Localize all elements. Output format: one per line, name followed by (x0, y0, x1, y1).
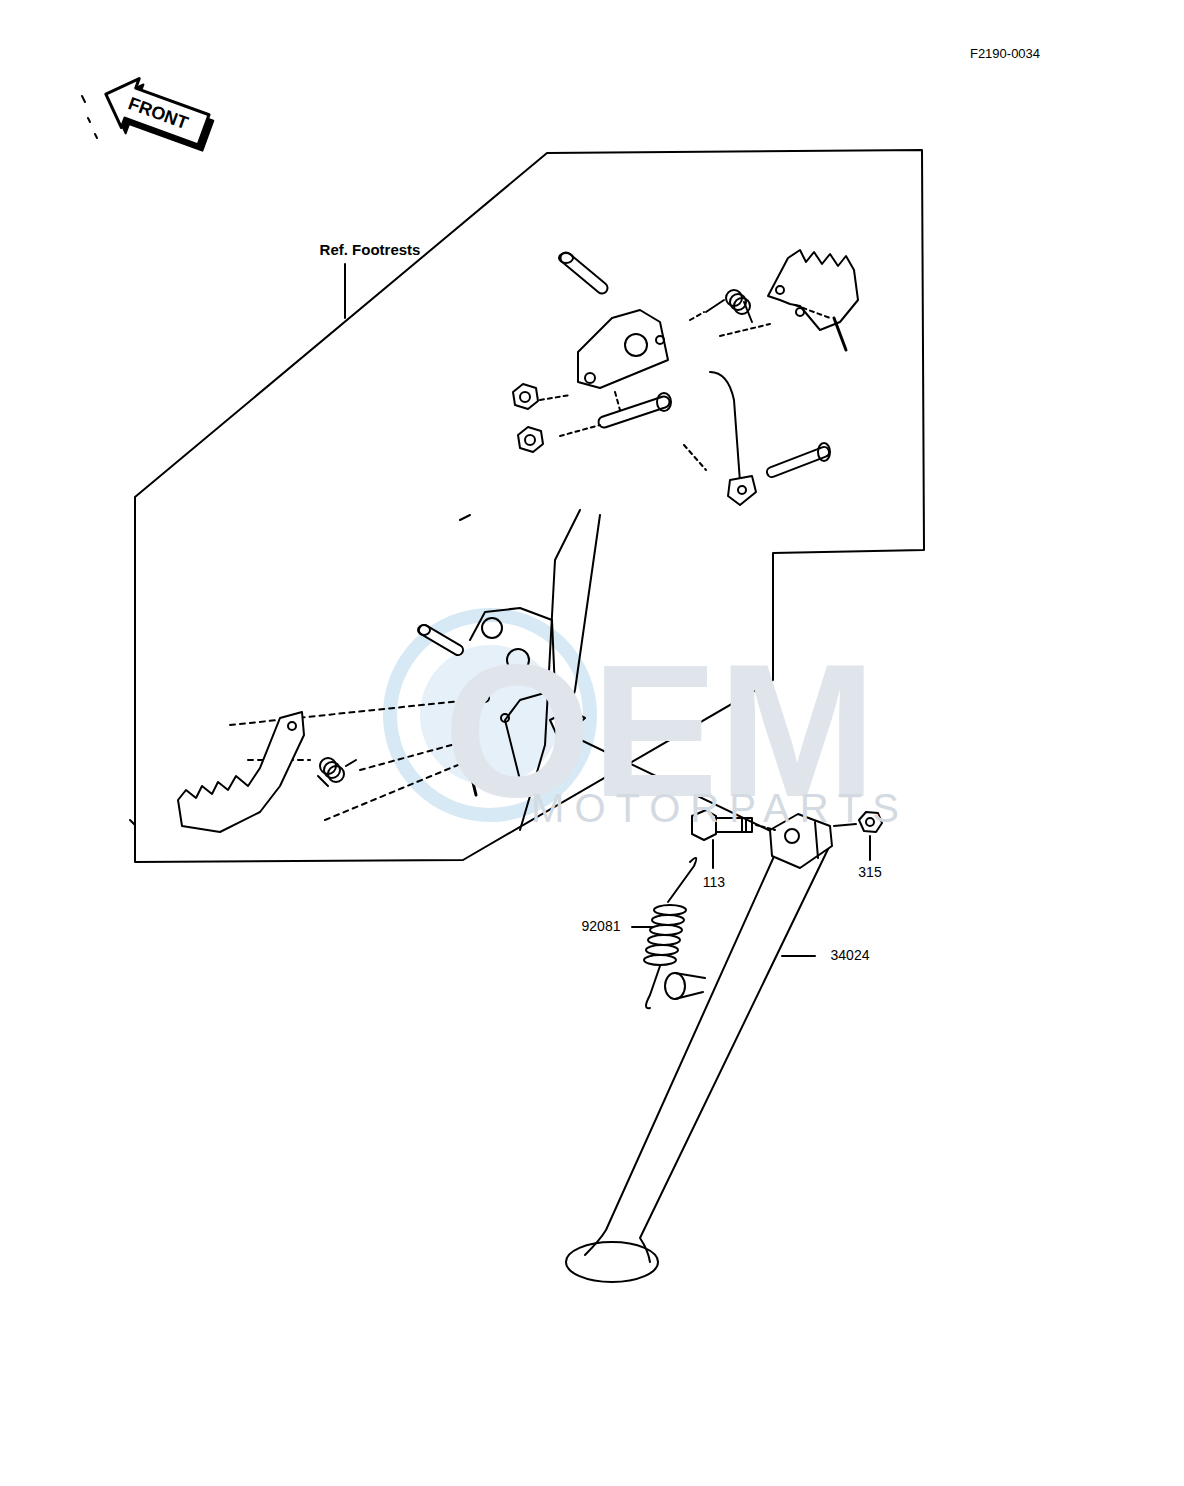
reference-outline (135, 150, 924, 862)
front-arrow (96, 70, 219, 160)
callout-number: 92081 (582, 919, 621, 934)
watermark-text: MOTORPARTS (531, 786, 909, 830)
footrest-assembly-right (513, 250, 858, 505)
leader-line (712, 840, 714, 868)
motion-ticks (82, 96, 97, 138)
callout-number: 113 (703, 875, 725, 890)
callout-number: 34024 (831, 948, 870, 963)
callout-number: 315 (858, 865, 881, 880)
spring (644, 858, 696, 1008)
leader-line (869, 836, 871, 860)
drawing-number: F2190-0034 (970, 47, 1040, 61)
reference-label: Ref. Footrests (320, 242, 421, 259)
leader-line (782, 955, 815, 957)
leader-line (632, 926, 652, 928)
side-stand (566, 814, 832, 1282)
leader-line (344, 264, 346, 318)
